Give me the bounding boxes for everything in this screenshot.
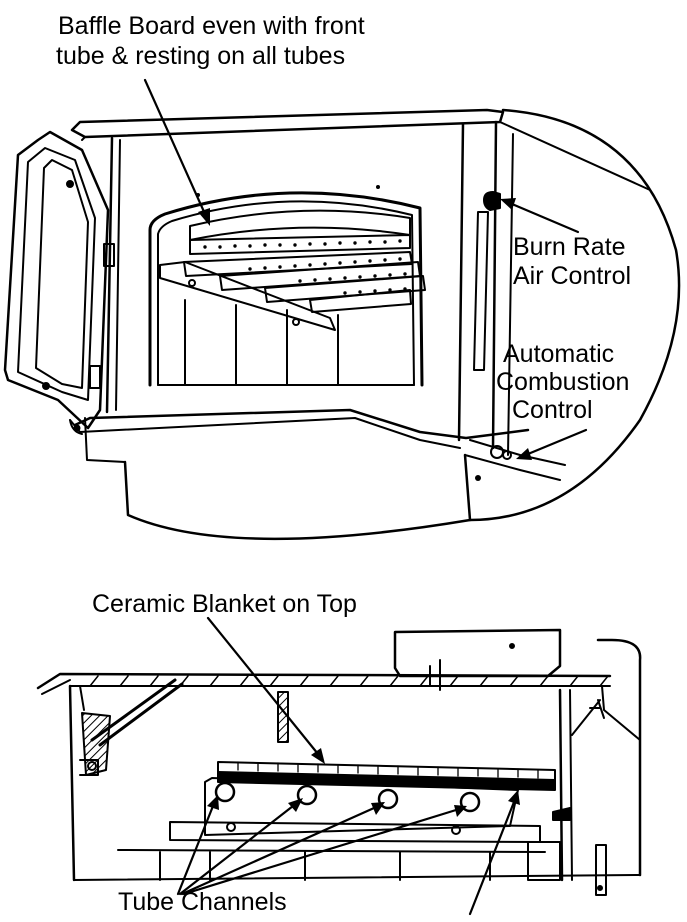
baffle-board <box>217 761 556 791</box>
stove-side-cutaway <box>36 628 642 896</box>
leader-arrows <box>143 78 588 916</box>
burn-rate-label-line1: Burn Rate <box>513 233 626 261</box>
stove-front-view <box>3 108 681 541</box>
tube-channels-label: Tube Channels <box>118 888 287 916</box>
arrow-baffle <box>143 78 207 216</box>
auto-combustion-label-line3: Control <box>512 396 593 424</box>
burn-rate-label-line2: Air Control <box>513 262 632 290</box>
top-plate-hatching <box>89 675 609 687</box>
stove-door <box>3 130 115 433</box>
auto-combustion-label-line1: Automatic <box>503 340 615 368</box>
burn-rate-knob <box>473 191 501 371</box>
baffle-label-line2: tube & resting on all tubes <box>56 42 346 70</box>
baffle-label-line1: Baffle Board even with front <box>58 12 365 40</box>
tube-channels <box>214 781 481 813</box>
tube-row <box>183 234 426 313</box>
ceramic-blanket-label: Ceramic Blanket on Top <box>92 590 357 618</box>
auto-combustion-label-line2: Combustion <box>496 368 630 396</box>
